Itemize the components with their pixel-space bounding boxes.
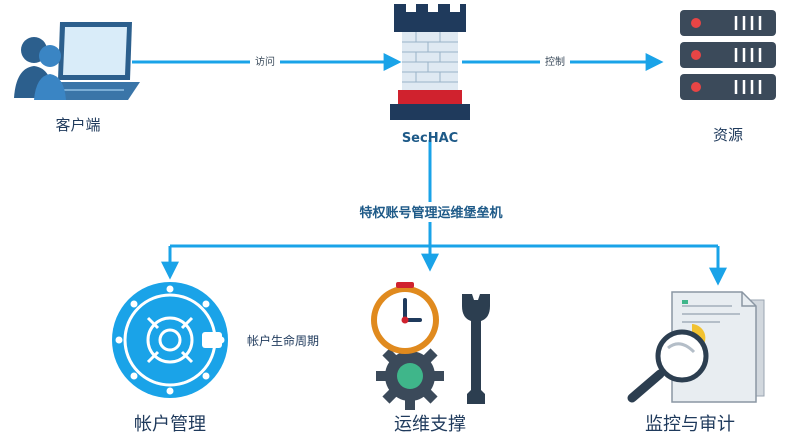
control-label: 控制 [545,55,565,68]
clock-icon [371,282,439,354]
ops-label: 运维支撑 [394,414,466,435]
vault-icon [112,282,228,398]
lifecycle-label: 帐户生命周期 [247,333,319,348]
ops-icon [371,282,490,410]
account-label: 帐户管理 [134,414,206,435]
control-label-bg [540,54,570,68]
audit-label: 监控与审计 [645,414,735,435]
gateway-label: SecHAC [402,131,458,146]
wrench-icon [462,294,490,404]
resource-label: 资源 [713,126,743,144]
system-label: 特权账号管理运维堡垒机 [359,205,502,221]
magnifier-icon [627,329,709,403]
access-label-bg [250,54,280,68]
access-label: 访问 [255,55,275,68]
client-node [14,22,140,100]
system-label-bg [340,202,522,222]
tower-icon [390,4,470,120]
server-icon [680,10,776,100]
client-label: 客户端 [55,116,100,134]
users-icon [14,37,66,100]
audit-icon [627,291,765,403]
